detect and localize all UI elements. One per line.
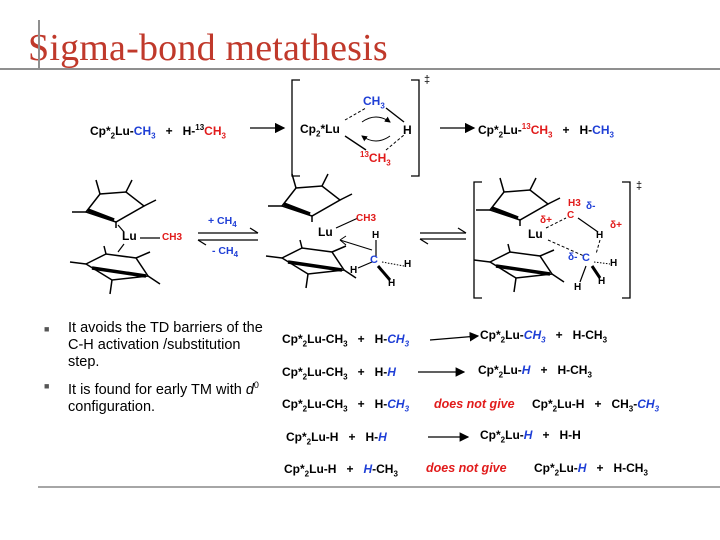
ts-h-left: H [574, 282, 582, 293]
reaction-2-left: Cp*2Lu-CH3 + H-H [282, 365, 396, 382]
ts-lu-label: Lu [528, 227, 543, 241]
mid-ch3-label: CH3 [356, 213, 377, 224]
ts-h-right: H [610, 258, 618, 269]
cp-ring-top-left [72, 179, 157, 228]
cp-ring-bottom-right [473, 243, 565, 293]
ts-carbon-top: C [567, 210, 575, 221]
ts-metal-label: Cp2*Lu [300, 122, 340, 139]
cp-ring-top-right [476, 177, 561, 226]
footer-divider [38, 486, 720, 488]
left-ch3-label: CH3 [162, 232, 183, 243]
ts-h-lower: H [598, 276, 606, 287]
ts-methyl-top: CH3 [363, 94, 385, 111]
mid-lu-label: Lu [318, 225, 333, 239]
reaction-3-left: Cp*2Lu-CH3 + H-CH3 [282, 397, 410, 414]
mid-h-bottom: H [388, 278, 396, 289]
ts-methyl-bottom: 13CH3 [360, 150, 391, 168]
reaction-4-left: Cp*2Lu-H + H-H [286, 430, 387, 447]
ts-bracket-right [411, 79, 420, 177]
forward-label: + CH4 [208, 215, 237, 230]
mid-h-top: H [372, 230, 380, 241]
slide-title: Sigma-bond metathesis [28, 27, 388, 69]
ts2-symbol: ‡ [636, 180, 643, 192]
ts-hydrogen-label: H [403, 123, 412, 137]
mid-h-right: H [404, 259, 412, 270]
ts-carbon-bottom: C [582, 252, 590, 264]
bullet-item: ■ It is found for early TM with d0 confi… [44, 380, 259, 415]
mid-carbon: C [370, 254, 378, 266]
title-divider [0, 68, 720, 70]
ts-delta-minus-top: δ- [586, 201, 596, 212]
ts-delta-plus-lu: δ+ [540, 215, 552, 226]
cp-ring-top-middle [268, 173, 353, 222]
left-lu-label: Lu [122, 229, 137, 243]
ts-h-transfer: H [596, 230, 604, 241]
ts-symbol: ‡ [424, 74, 431, 86]
reverse-label: - CH4 [212, 245, 239, 260]
bullet-list: ■ It avoids the TD barriers of the C-H a… [44, 320, 266, 422]
reaction-2-right: Cp*2Lu-H + H-CH3 [478, 363, 592, 380]
square-bullet-icon: ■ [44, 381, 50, 391]
reaction-4-right: Cp*2Lu-H + H-H [480, 428, 581, 445]
product-1: Cp*2Lu-13CH3 + H-CH3 [478, 122, 614, 140]
cp-ring-bottom-middle [265, 239, 357, 289]
bullet-item: ■ It avoids the TD barriers of the C-H a… [44, 320, 263, 370]
mid-h-left: H [350, 265, 358, 276]
ts-delta-plus-h: δ+ [610, 220, 622, 231]
ts-bracket-left [291, 79, 300, 177]
ts-h3-label: H3 [568, 198, 581, 209]
reaction-1-right: Cp*2Lu-CH3 + H-CH3 [480, 328, 608, 345]
square-bullet-icon: ■ [44, 324, 50, 334]
reaction-5-right: Cp*2Lu-H + H-CH3 [534, 461, 648, 478]
title-accent-line [38, 20, 40, 70]
reaction-3-right: Cp*2Lu-H + CH3-CH3 [532, 397, 660, 414]
cp-ring-bottom-left [69, 245, 161, 295]
reactant-1: Cp*2Lu-CH3 + H-13CH3 [90, 123, 226, 141]
reaction-3-note: does not give [434, 397, 515, 411]
reaction-5-note: does not give [426, 461, 507, 475]
reaction-5-left: Cp*2Lu-H + H-CH3 [284, 462, 398, 479]
ts-delta-minus-bottom: δ- [568, 252, 578, 263]
reaction-1-left: Cp*2Lu-CH3 + H-CH3 [282, 332, 410, 349]
